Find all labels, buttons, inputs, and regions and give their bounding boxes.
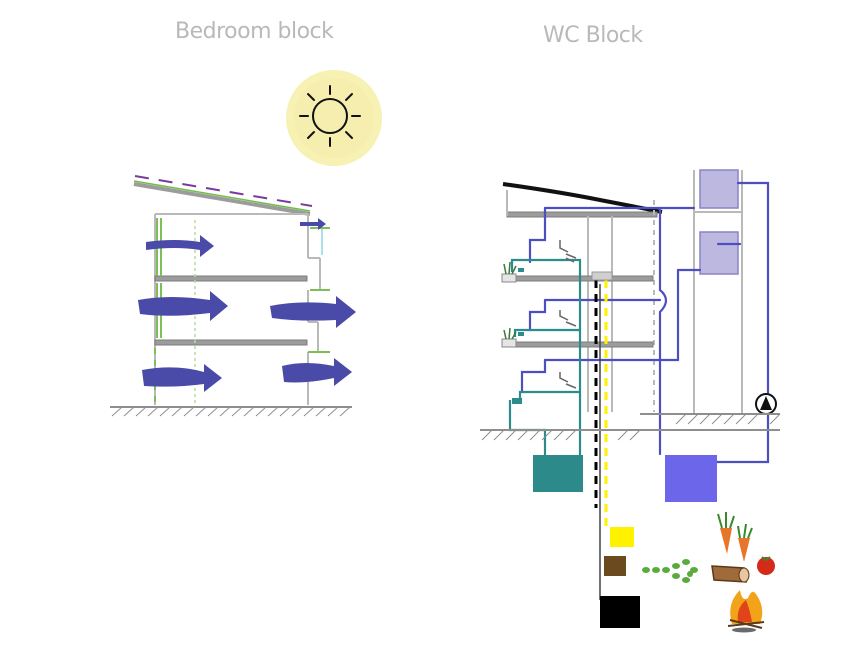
floor-slab bbox=[502, 275, 654, 282]
pump-icon bbox=[755, 393, 777, 415]
ventilation-arrow bbox=[142, 364, 222, 392]
shower-icon bbox=[559, 372, 577, 389]
rainwater-tank bbox=[665, 455, 717, 502]
fire-icon bbox=[727, 590, 765, 633]
water-tank bbox=[699, 231, 739, 275]
roof-slab bbox=[506, 211, 658, 218]
plant-icon bbox=[501, 327, 524, 348]
blackwater-tank bbox=[600, 596, 640, 628]
roof-line bbox=[502, 182, 663, 214]
ground-line bbox=[480, 413, 781, 441]
water-tank bbox=[699, 169, 739, 209]
sun-icon bbox=[286, 70, 382, 166]
floor-slab bbox=[502, 341, 654, 348]
right-title: WC Block bbox=[543, 23, 643, 48]
shower-icon bbox=[559, 310, 577, 327]
compost-tank bbox=[604, 556, 626, 576]
ground-line bbox=[110, 406, 352, 417]
floor-slab bbox=[154, 275, 308, 282]
shower-icon bbox=[559, 240, 577, 263]
compost-icon bbox=[711, 565, 750, 583]
pitched-roof bbox=[133, 175, 313, 216]
drain-pipes bbox=[591, 271, 613, 600]
wc-walls bbox=[506, 170, 743, 414]
carrot-icon bbox=[737, 523, 753, 562]
ventilation-arrow bbox=[270, 296, 356, 328]
left-title: Bedroom block bbox=[175, 19, 334, 44]
floor-slab bbox=[154, 339, 308, 346]
ventilation-arrow bbox=[146, 235, 214, 257]
greywater-tank bbox=[533, 455, 583, 492]
blue-water-pipes bbox=[520, 181, 770, 464]
tomato-icon bbox=[757, 556, 775, 575]
ventilation-arrows bbox=[138, 218, 356, 392]
basin-icon bbox=[512, 398, 522, 404]
wc-block bbox=[480, 169, 781, 633]
ventilation-arrow bbox=[282, 358, 352, 386]
plant-icon bbox=[501, 261, 524, 283]
bedroom-block bbox=[110, 70, 382, 417]
compost-flow-dots bbox=[642, 559, 698, 583]
carrot-icon bbox=[717, 512, 735, 554]
ventilation-arrow bbox=[138, 291, 228, 321]
ventilation-arrow bbox=[300, 218, 326, 230]
urine-tank bbox=[610, 527, 634, 547]
